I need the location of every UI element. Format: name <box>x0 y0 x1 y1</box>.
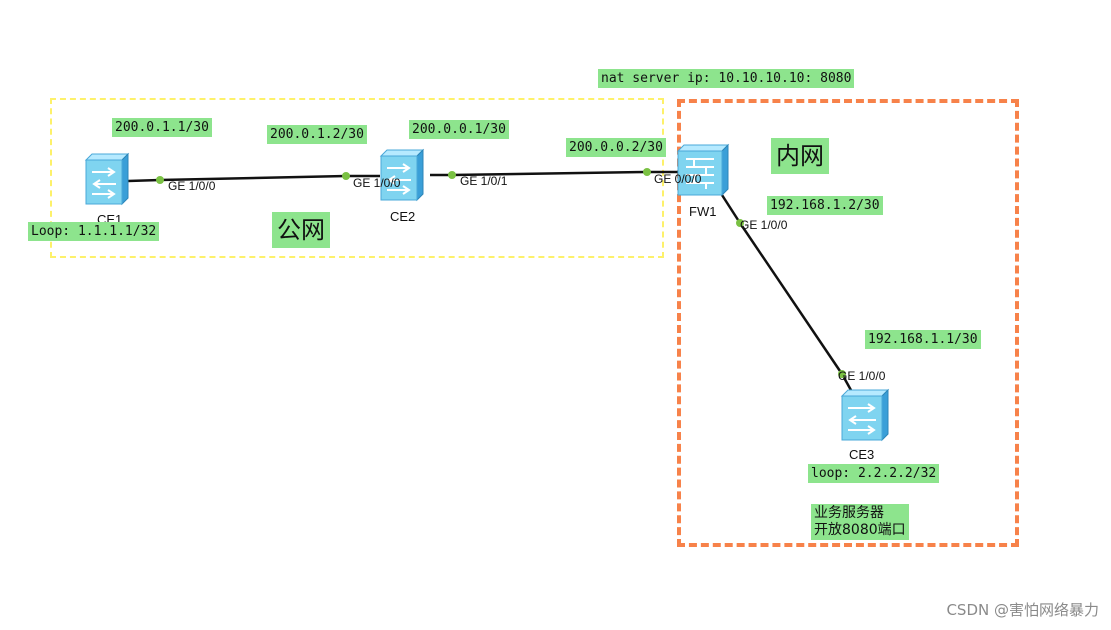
ip-label-fw1-left: 200.0.0.2/30 <box>566 138 666 157</box>
loopback-label-ce3: loop: 2.2.2.2/32 <box>808 464 940 483</box>
ip-label-ce1: 200.0.1.1/30 <box>112 118 212 137</box>
ip-label-fw1-down: 192.168.1.2/30 <box>767 196 883 215</box>
port-dot-ce2-g0 <box>342 172 350 180</box>
switch-icon[interactable] <box>377 148 427 204</box>
link-ce1-ce2 <box>159 174 347 182</box>
port-label-fw1-left: GE 0/0/0 <box>654 172 702 186</box>
port-dot-ce1-g0 <box>156 176 164 184</box>
switch-icon[interactable] <box>82 152 132 208</box>
port-label-ce2-g0: GE 1/0/0 <box>353 176 401 190</box>
port-dot-ce3-g0 <box>838 370 846 378</box>
link-fw1-ce3 <box>738 222 844 375</box>
nat-server-label: nat server ip: 10.10.10.10: 8080 <box>598 69 855 88</box>
inner-zone-title: 内网 <box>771 138 829 174</box>
port-label-ce2-g1: GE 1/0/1 <box>460 174 508 188</box>
watermark: CSDN @害怕网络暴力 <box>946 601 1099 619</box>
port-label-fw1-down: GE 1/0/0 <box>740 218 788 232</box>
port-dot-fw1-left <box>643 168 651 176</box>
service-note: 业务服务器 开放8080端口 <box>811 504 909 540</box>
device-name-fw1: FW1 <box>689 204 717 219</box>
public-network-zone <box>50 98 664 258</box>
switch-icon[interactable] <box>838 388 894 444</box>
public-zone-title: 公网 <box>272 212 330 248</box>
port-dot-ce2-g1 <box>448 171 456 179</box>
ip-label-ce3: 192.168.1.1/30 <box>865 330 981 349</box>
ip-label-ce2-right: 200.0.0.1/30 <box>409 120 509 139</box>
loopback-label-ce1: Loop: 1.1.1.1/32 <box>28 222 160 241</box>
link-ce2-fw1 <box>451 170 648 177</box>
port-label-ce1: GE 1/0/0 <box>168 179 216 193</box>
device-name-ce2: CE2 <box>390 209 416 224</box>
ip-label-ce2-left: 200.0.1.2/30 <box>267 125 367 144</box>
firewall-icon[interactable] <box>674 143 734 199</box>
device-name-ce3: CE3 <box>849 447 875 462</box>
port-label-ce3: GE 1/0/0 <box>838 369 886 383</box>
internal-network-zone <box>677 99 1019 547</box>
port-dot-fw1-down <box>736 219 744 227</box>
